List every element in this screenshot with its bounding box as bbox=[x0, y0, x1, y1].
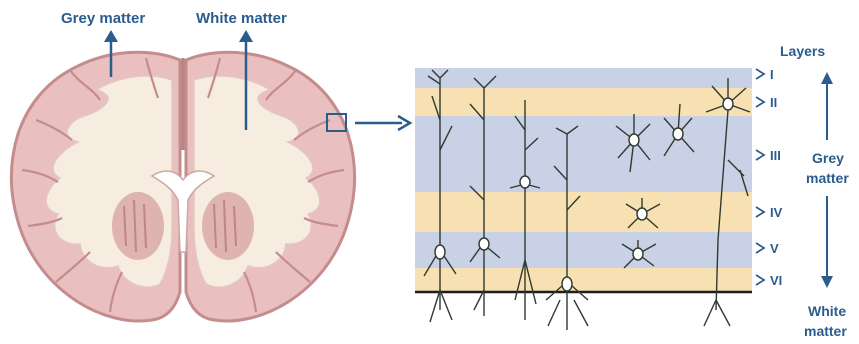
white-matter-side-label-line1: White bbox=[808, 303, 846, 319]
layers-heading: Layers bbox=[780, 43, 825, 59]
layer-marker-IV: IV bbox=[756, 205, 783, 220]
white-matter-side-label-line2: matter bbox=[804, 323, 847, 339]
layer-label-II: II bbox=[770, 95, 777, 110]
zoom-arrow bbox=[355, 116, 410, 130]
layer-band-IV bbox=[415, 192, 752, 232]
layer-band-I bbox=[415, 68, 752, 88]
layer-marker-VI: VI bbox=[756, 273, 782, 288]
layer-marker-III: III bbox=[756, 148, 781, 163]
depth-arrow: Grey matter White matter bbox=[804, 72, 849, 339]
layer-label-V: V bbox=[770, 241, 779, 256]
white-matter-label: White matter bbox=[196, 10, 287, 27]
layer-marker-I: I bbox=[756, 67, 774, 82]
layer-marker-II: II bbox=[756, 95, 777, 110]
right-basal-ganglia bbox=[202, 192, 254, 260]
layer-label-IV: IV bbox=[770, 205, 783, 220]
grey-matter-label: Grey matter bbox=[61, 10, 145, 27]
layer-band-VI bbox=[415, 268, 752, 292]
layer-band-II bbox=[415, 88, 752, 116]
layer-label-I: I bbox=[770, 67, 774, 82]
layer-band-III bbox=[415, 116, 752, 192]
layer-label-VI: VI bbox=[770, 273, 782, 288]
brain-coronal-section bbox=[11, 52, 354, 321]
grey-matter-side-label-line2: matter bbox=[806, 170, 849, 186]
left-basal-ganglia bbox=[112, 192, 164, 260]
layer-marker-V: V bbox=[756, 241, 779, 256]
layer-label-III: III bbox=[770, 148, 781, 163]
grey-matter-side-label-line1: Grey bbox=[812, 150, 844, 166]
layer-bands bbox=[415, 68, 752, 292]
layer-band-V bbox=[415, 232, 752, 268]
